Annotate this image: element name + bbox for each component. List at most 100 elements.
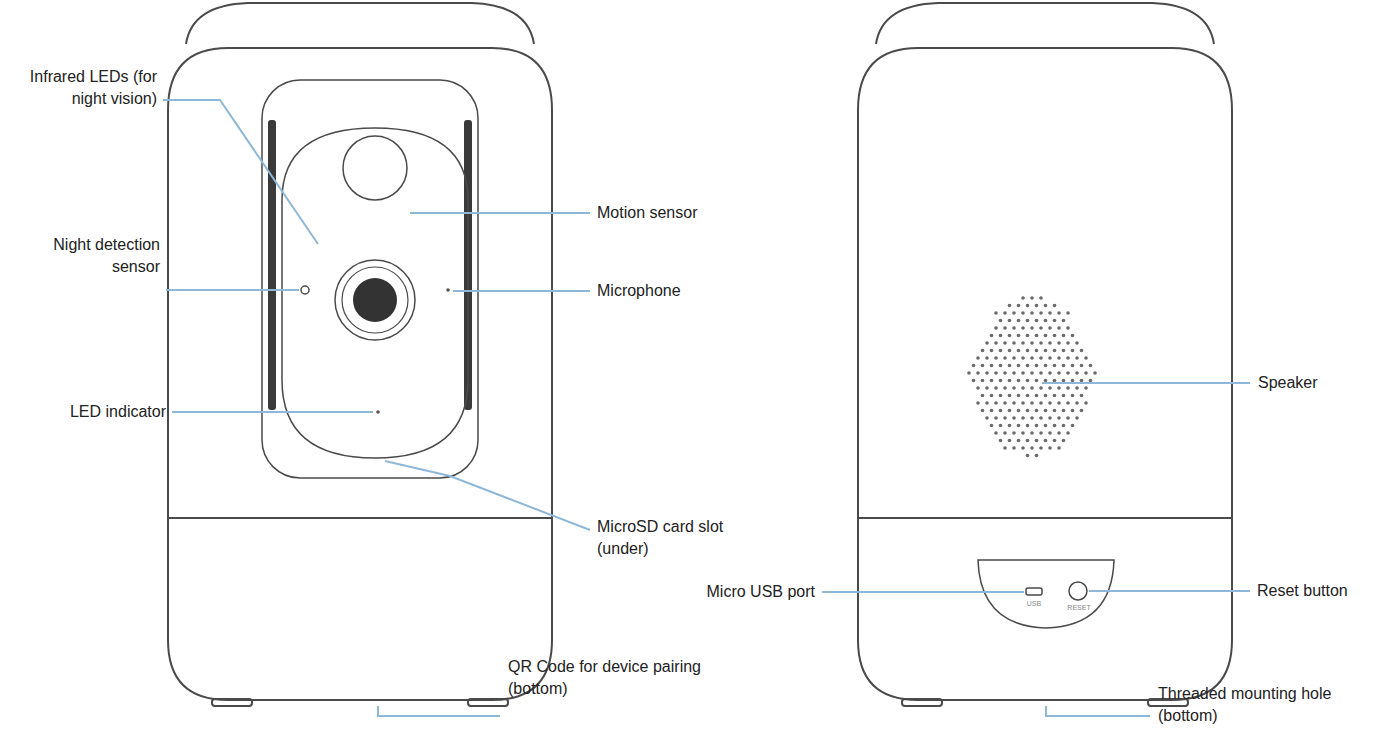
part-label: Micro USB port [655,581,815,603]
speaker-hole [994,341,998,345]
speaker-hole [1008,439,1012,443]
speaker-hole [1057,311,1061,315]
speaker-hole [1017,394,1021,398]
speaker-hole [1071,364,1075,368]
speaker-hole [1053,379,1057,383]
speaker-hole [1057,401,1061,405]
speaker-hole [976,356,980,360]
speaker-hole [1066,371,1070,375]
speaker-hole [1044,364,1048,368]
speaker-hole [1026,304,1030,308]
speaker-hole [1053,304,1057,308]
speaker-hole [967,371,971,375]
part-label: Motion sensor [597,202,797,224]
speaker-hole [990,424,994,428]
body-divider [858,517,1232,519]
speaker-hole [1062,394,1066,398]
leader-line [1089,590,1250,592]
speaker-hole [1003,416,1007,420]
lens-plate [282,128,468,458]
lens-ring [335,260,415,340]
speaker-hole [990,334,994,338]
speaker-hole [994,356,998,360]
speaker-hole [1021,401,1025,405]
speaker-hole [981,364,985,368]
speaker-hole [1003,356,1007,360]
speaker-hole [1012,371,1016,375]
speaker-hole [1003,326,1007,330]
speaker-hole [1003,446,1007,450]
leader-line [1042,382,1250,384]
speaker-hole [1003,386,1007,390]
speaker-hole [1044,394,1048,398]
speaker-hole [1048,356,1052,360]
speaker-hole [1017,349,1021,353]
speaker-hole [1030,416,1034,420]
speaker-hole [994,311,998,315]
speaker-hole [994,326,998,330]
speaker-hole [1026,334,1030,338]
speaker-hole [1080,364,1084,368]
speaker-hole [1026,394,1030,398]
led-indicator [376,410,380,414]
speaker-hole [1039,401,1043,405]
speaker-hole [976,401,980,405]
face-panel [262,80,478,478]
speaker-hole [1017,424,1021,428]
speaker-hole [1026,439,1030,443]
speaker-hole [1035,319,1039,323]
speaker-hole [1057,416,1061,420]
speaker-hole [1008,349,1012,353]
speaker-hole [1048,341,1052,345]
speaker-hole [1048,326,1052,330]
speaker-hole [1057,326,1061,330]
speaker-hole [1053,409,1057,413]
speaker-hole [1035,394,1039,398]
speaker-hole [1012,446,1016,450]
speaker-hole [1035,379,1039,383]
speaker-hole [1048,401,1052,405]
speaker-hole [994,371,998,375]
speaker-hole [985,416,989,420]
speaker-hole [1026,379,1030,383]
speaker-hole [1017,319,1021,323]
leader-line [410,212,590,214]
speaker-hole [1035,364,1039,368]
speaker-hole [1084,386,1088,390]
foot [212,699,252,706]
port-marking: USB [1019,600,1049,608]
speaker-hole [1044,439,1048,443]
speaker-hole [1066,431,1070,435]
speaker-hole [994,431,998,435]
speaker-hole [1053,424,1057,428]
body-divider [168,517,552,519]
speaker-hole [1048,386,1052,390]
speaker-hole [1062,334,1066,338]
speaker-hole [1062,319,1066,323]
speaker-hole [1084,356,1088,360]
speaker-hole [1012,386,1016,390]
speaker-hole [1057,371,1061,375]
part-label: Microphone [597,280,797,302]
speaker-hole [1030,296,1034,300]
speaker-hole [1062,364,1066,368]
speaker-hole [1057,446,1061,450]
speaker-hole [1048,311,1052,315]
speaker-hole [1008,409,1012,413]
usb-port [1026,588,1042,595]
speaker-hole [1048,431,1052,435]
speaker-hole [1057,356,1061,360]
speaker-hole [1008,424,1012,428]
speaker-hole [985,371,989,375]
speaker-hole [1003,311,1007,315]
speaker-hole [1035,334,1039,338]
speaker-hole [1021,446,1025,450]
part-label: Reset button [1257,580,1382,602]
speaker-hole [1008,334,1012,338]
part-label: LED indicator [6,401,166,423]
speaker-hole [1089,364,1093,368]
speaker-hole [999,424,1003,428]
speaker-hole [1080,409,1084,413]
speaker-hole [1017,409,1021,413]
